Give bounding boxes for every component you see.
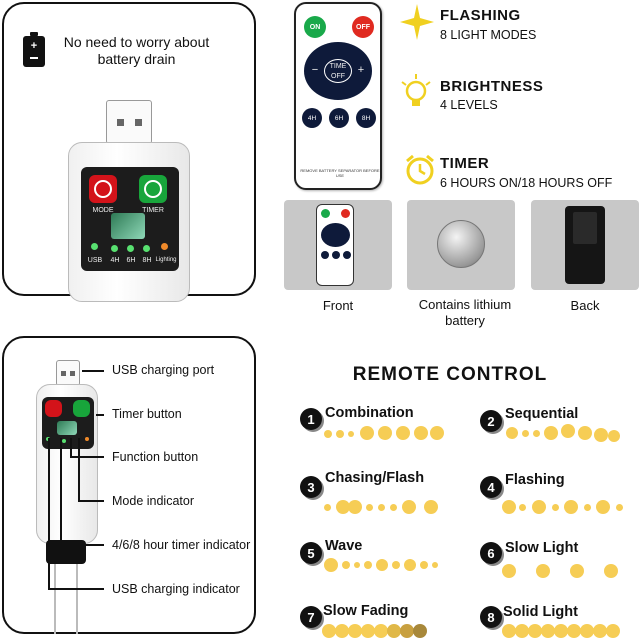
battery-info-card: + No need to worry about battery drain M… [2,2,256,302]
on-button[interactable]: ON [304,16,326,38]
timer-button[interactable] [139,175,167,203]
timer-label: TIMER [142,207,164,214]
callout-timer-indicator: 4/6/8 hour timer indicator [112,538,251,552]
mode-num-7: 7 [300,606,322,628]
hour-6-led [127,245,134,252]
mode-num-1: 1 [300,408,322,430]
mode-button[interactable] [89,175,117,203]
usb-plug [106,100,152,144]
lightbulb-icon [401,74,431,106]
usb-label: USB [87,257,103,264]
hour-8-led [143,245,150,252]
mode-num-3: 3 [300,476,322,498]
callout-function-button: Function button [112,450,199,464]
battery-drain-note: No need to worry about battery drain [63,34,210,67]
callout-mode-indicator: Mode indicator [112,494,194,508]
usb-indicator-led [91,243,98,250]
mode-num-8: 8 [480,606,502,628]
mini-remote [316,204,354,286]
mode-name-2: Sequential [505,406,579,422]
lighting-label: Lighting [155,257,177,263]
feature-title-timer: TIMER [440,155,490,172]
controller-diagram-card: USB charging port Timer button Function … [2,336,256,634]
battery-icon: + [23,32,45,67]
remote-control-image: ON OFF − + TIME OFF 4H 6H 8H REMOVE BATT… [294,2,382,190]
power-icon [94,180,112,198]
hour-8-label: 8H [142,257,152,264]
coin-battery-icon [437,220,485,268]
mode-num-6: 6 [480,542,502,564]
caption-front: Front [322,298,354,313]
lighting-indicator-led [161,243,168,250]
battery-separator-hint: REMOVE BATTERY SEPARATOR BEFORE USE [300,168,380,178]
mode-dots-5 [322,556,442,574]
controller-device-small [36,384,98,544]
mode-dots-4 [502,498,626,516]
mode-label: MODE [92,207,114,214]
feature-title-flashing: FLASHING [440,7,521,24]
feature-title-brightness: BRIGHTNESS [440,78,544,95]
mode-led-small [85,437,89,441]
callout-usb-charging-indicator: USB charging indicator [112,582,240,596]
caption-battery: Contains lithium battery [418,297,512,328]
minus-button[interactable]: − [311,64,319,76]
mode-name-4: Flashing [505,472,565,488]
alarm-clock-icon [406,154,434,185]
caption-back: Back [570,298,600,313]
sparkle-icon [400,4,434,40]
timer-6h-button[interactable]: 6H [329,108,349,128]
wifi-icon-small [57,421,77,435]
callout-usb-charging-port: USB charging port [112,363,215,377]
mode-name-7: Slow Fading [323,603,409,619]
mode-name-3: Chasing/Flash [325,470,425,486]
mode-dots-1 [322,424,444,442]
feature-sub-brightness: 4 LEVELS [440,98,498,112]
timer-led-small [62,439,66,443]
mode-name-6: Slow Light [505,540,579,556]
usb-plug-small [56,360,80,386]
mode-name-8: Solid Light [503,604,578,620]
plus-button[interactable]: + [357,64,365,76]
hour-6-label: 6H [126,257,136,264]
mode-num-2: 2 [480,410,502,432]
thumb-battery[interactable] [407,200,515,290]
remote-back-icon [565,206,605,284]
feature-sub-timer: 6 HOURS ON/18 HOURS OFF [440,176,613,190]
mode-name-1: Combination [325,405,414,421]
svg-text:+: + [31,40,37,52]
mode-dots-7 [322,622,442,640]
time-off-button[interactable]: TIME OFF [324,59,352,83]
timer-8h-button[interactable]: 8H [356,108,376,128]
wifi-icon [111,213,145,239]
timer-4h-button[interactable]: 4H [302,108,322,128]
clock-icon [144,180,162,198]
timer-button-small[interactable] [73,400,90,417]
mode-dots-6 [502,562,626,580]
off-button[interactable]: OFF [352,16,374,38]
hour-4-label: 4H [110,257,120,264]
mode-name-5: Wave [325,538,363,554]
dpad[interactable]: − + TIME OFF [304,42,372,100]
control-panel-small [42,397,94,449]
remote-control-heading: REMOTE CONTROL [352,364,548,385]
control-panel: MODE TIMER USB 4H 6H 8H Lighting [81,167,179,271]
hour-4-led [111,245,118,252]
mode-dots-2 [504,424,624,442]
thumb-back[interactable] [531,200,639,290]
mode-dots-3 [322,498,442,516]
controller-device: MODE TIMER USB 4H 6H 8H Lighting [68,142,190,302]
function-button[interactable] [45,400,62,417]
mode-num-5: 5 [300,542,322,564]
mode-dots-8 [502,622,624,640]
thumb-front[interactable] [284,200,392,290]
feature-sub-flashing: 8 LIGHT MODES [440,28,537,42]
callout-timer-button: Timer button [112,407,182,421]
mode-num-4: 4 [480,476,502,498]
cable [54,564,78,634]
